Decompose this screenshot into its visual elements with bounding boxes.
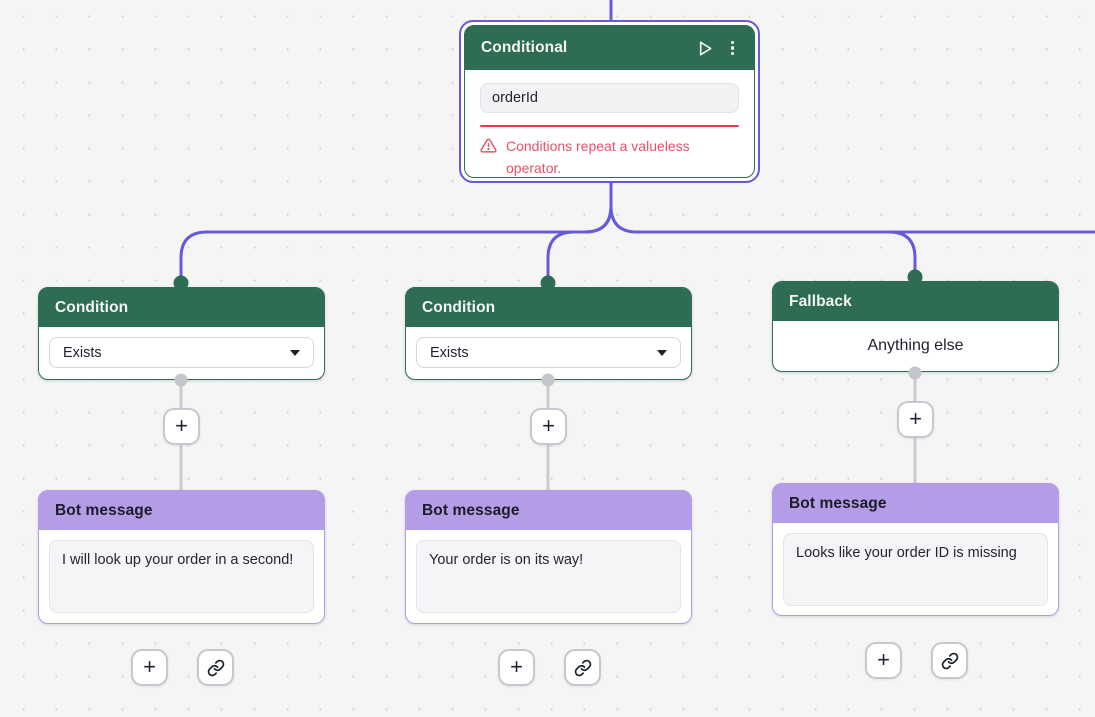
bot-message-node-1-title: Bot message [55, 501, 153, 519]
condition-node-2-title: Condition [422, 298, 496, 316]
bot-message-node-3[interactable]: Bot message Looks like your order ID is … [772, 483, 1059, 616]
output-port-condition-1[interactable] [174, 373, 188, 387]
condition-node-1-title: Condition [55, 298, 129, 316]
condition-node-1-header[interactable]: Condition [39, 288, 324, 327]
add-step-button-2[interactable]: + [498, 649, 535, 686]
bot-message-text-1[interactable]: I will look up your order in a second! [49, 540, 314, 613]
add-step-button-3[interactable]: + [865, 642, 902, 679]
output-port-fallback[interactable] [908, 366, 922, 380]
condition-node-1[interactable]: Condition Exists [38, 287, 325, 380]
edge-rail-right [609, 178, 1095, 234]
bot-message-node-2-title: Bot message [422, 501, 520, 519]
plus-icon: + [175, 412, 188, 438]
chevron-down-icon [657, 349, 667, 356]
bot-message-node-1[interactable]: Bot message I will look up your order in… [38, 490, 325, 624]
plus-icon: + [510, 653, 523, 679]
link-icon [207, 659, 224, 676]
bot-message-node-3-title: Bot message [789, 494, 887, 512]
plus-icon: + [909, 405, 922, 431]
link-button-1[interactable] [197, 649, 234, 686]
edge-to-fallback [887, 230, 917, 276]
error-message: Conditions repeat a valueless operator. [480, 135, 739, 179]
link-icon [574, 659, 591, 676]
condition-node-2-header[interactable]: Condition [406, 288, 691, 327]
link-icon [941, 652, 958, 669]
link-button-3[interactable] [931, 642, 968, 679]
play-icon[interactable] [695, 39, 714, 58]
plus-icon: + [143, 653, 156, 679]
input-port-condition-2[interactable] [540, 275, 556, 291]
conditional-node[interactable]: Conditional orderId Conditions repeat [464, 25, 755, 178]
edge-to-condition-2 [546, 178, 613, 282]
operator-select-2[interactable]: Exists [416, 337, 681, 368]
bot-message-text-2[interactable]: Your order is on its way! [416, 540, 681, 613]
input-port-condition-1[interactable] [173, 275, 189, 291]
fallback-node-title: Fallback [789, 292, 852, 310]
insert-step-button-1[interactable]: + [163, 408, 200, 445]
add-step-button-1[interactable]: + [131, 649, 168, 686]
bot-message-node-2[interactable]: Bot message Your order is on its way! [405, 490, 692, 624]
bot-message-text-3[interactable]: Looks like your order ID is missing [783, 533, 1048, 606]
bot-message-node-2-header[interactable]: Bot message [406, 491, 691, 530]
operator-select-1-value: Exists [63, 344, 102, 361]
conditional-node-title: Conditional [481, 39, 568, 56]
error-text: Conditions repeat a valueless operator. [506, 138, 690, 176]
error-underline [480, 125, 739, 127]
fallback-label: Anything else [867, 336, 964, 354]
insert-step-button-3[interactable]: + [897, 401, 934, 438]
bot-message-node-1-header[interactable]: Bot message [39, 491, 324, 530]
warning-icon [480, 138, 497, 153]
plus-icon: + [877, 646, 890, 672]
chevron-down-icon [290, 349, 300, 356]
link-button-2[interactable] [564, 649, 601, 686]
fallback-node-header[interactable]: Fallback [773, 282, 1058, 321]
plus-icon: + [542, 412, 555, 438]
bot-message-node-3-header[interactable]: Bot message [773, 484, 1058, 523]
kebab-menu-icon[interactable] [727, 38, 738, 59]
output-port-condition-2[interactable] [541, 373, 555, 387]
condition-node-2[interactable]: Condition Exists [405, 287, 692, 380]
operator-select-1[interactable]: Exists [49, 337, 314, 368]
operator-select-2-value: Exists [430, 344, 469, 361]
input-port-fallback[interactable] [907, 269, 923, 285]
fallback-node[interactable]: Fallback Anything else [772, 281, 1059, 372]
conditional-node-header[interactable]: Conditional [465, 26, 754, 70]
insert-step-button-2[interactable]: + [530, 408, 567, 445]
conditional-node-selection: Conditional orderId Conditions repeat [459, 20, 760, 183]
condition-variable-input[interactable]: orderId [480, 83, 739, 113]
